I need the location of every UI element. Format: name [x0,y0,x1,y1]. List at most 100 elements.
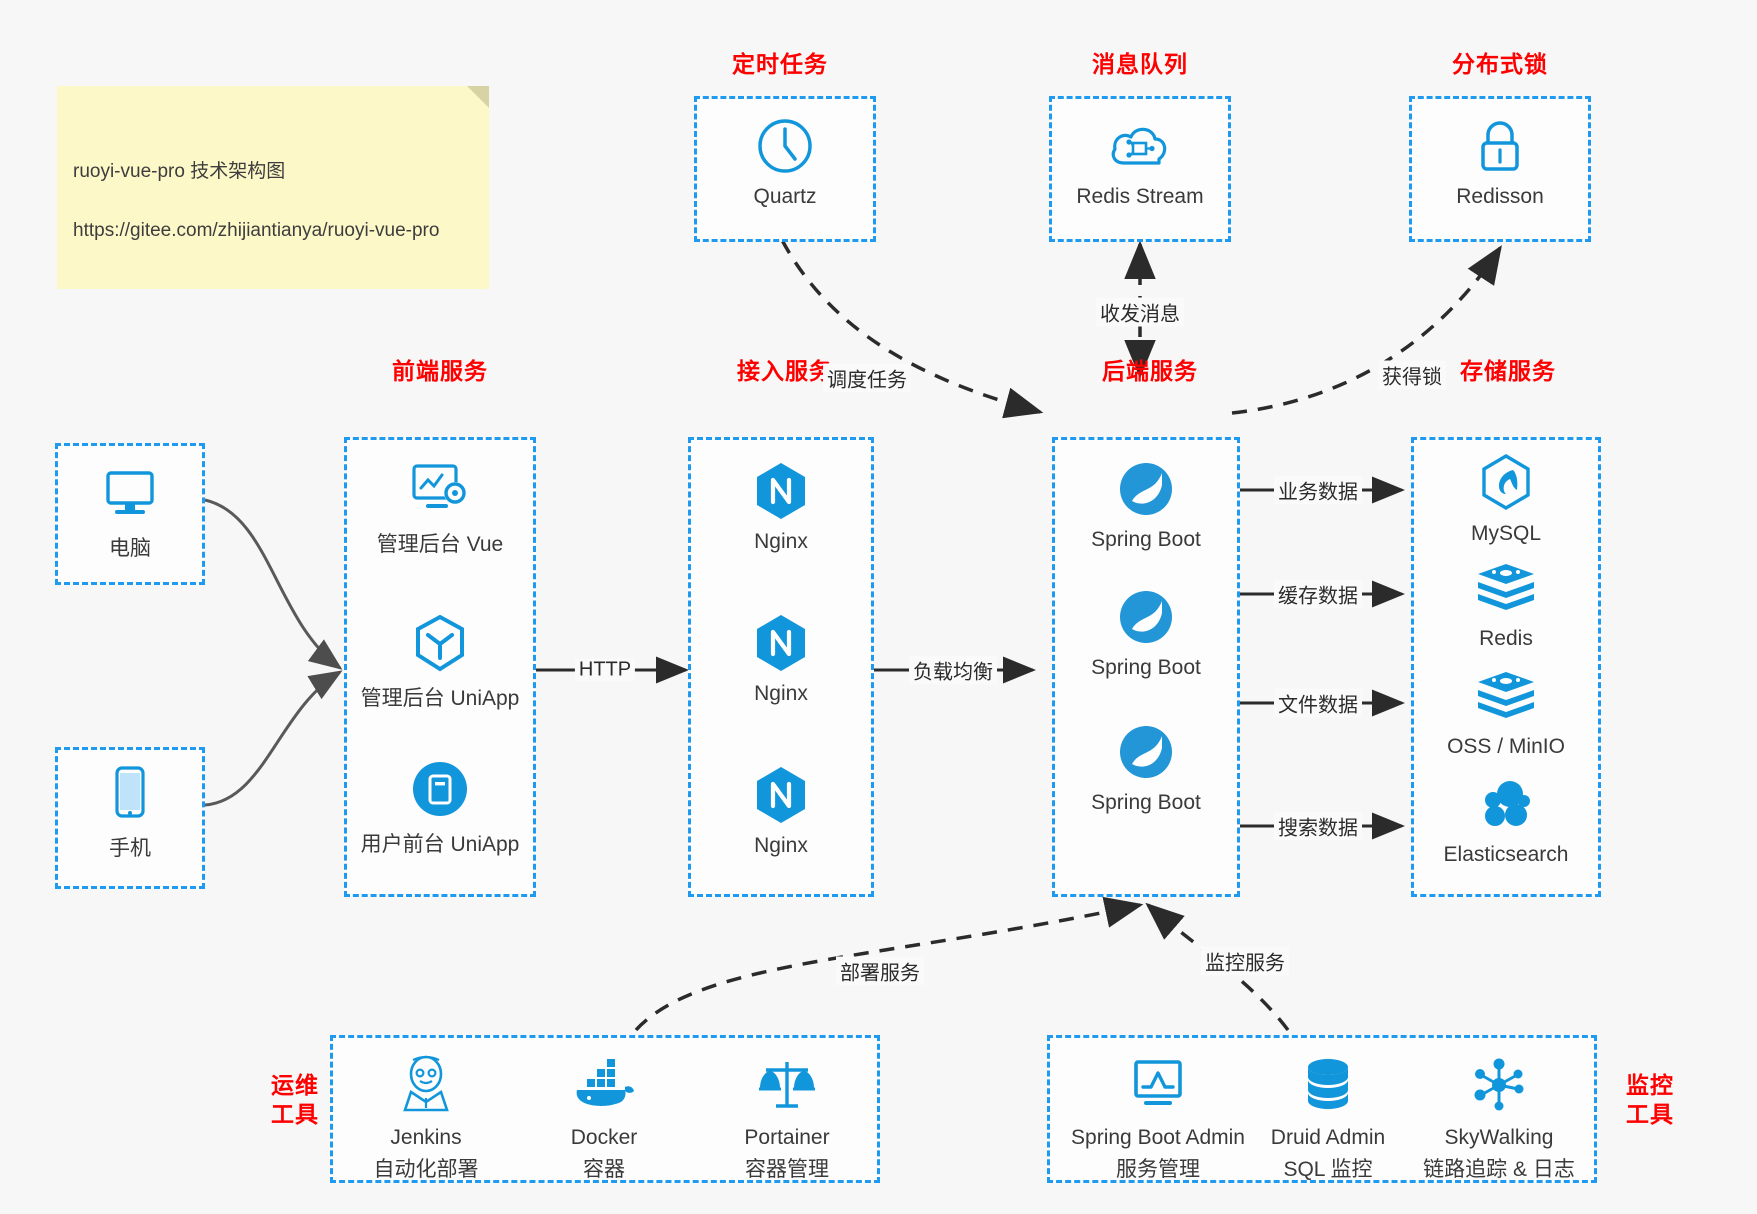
node-nginx-2[interactable]: Nginx [691,612,871,706]
node-docker[interactable]: Docker 容器 [529,1052,679,1183]
desktop-icon [58,462,202,524]
node-label: SkyWalking [1444,1126,1554,1149]
elasticsearch-icon [1414,773,1598,835]
node-sublabel: 容器管理 [745,1158,829,1181]
edge-label-http: HTTP [574,658,636,682]
node-label: Spring Boot [1091,528,1201,551]
group-client-pc: 电脑 [55,443,205,585]
lock-icon [1412,115,1588,177]
node-label: 手机 [109,837,151,860]
node-sublabel: 容器 [583,1158,625,1181]
database-icon [1248,1052,1408,1118]
group-title-monitor: 监控 工具 [1605,1071,1695,1129]
node-spring-boot-admin[interactable]: Spring Boot Admin 服务管理 [1058,1052,1258,1183]
app-circle-icon [347,758,533,820]
node-sublabel: 服务管理 [1116,1158,1200,1181]
node-mobile[interactable]: 手机 [58,762,202,862]
group-monitor: Spring Boot Admin 服务管理 Druid Admin SQL 监… [1047,1035,1597,1183]
group-title-frontend: 前端服务 [392,358,488,384]
group-title-message-queue: 消息队列 [1092,51,1188,77]
node-skywalking[interactable]: SkyWalking 链路追踪 & 日志 [1406,1052,1592,1183]
edge-label-cache-data: 缓存数据 [1274,579,1362,609]
cloud-stream-icon [1052,115,1228,177]
node-jenkins[interactable]: Jenkins 自动化部署 [351,1052,501,1183]
node-label: Redis Stream [1076,185,1204,208]
group-title-devops: 运维 工具 [255,1071,335,1129]
node-label: Redisson [1456,185,1544,208]
node-quartz[interactable]: Quartz [697,115,873,209]
group-distributed-lock: Redisson [1409,96,1591,242]
node-springboot-1[interactable]: Spring Boot [1055,458,1237,552]
edge-label-acquire-lock: 获得锁 [1378,360,1446,390]
node-redis[interactable]: Redis [1414,557,1598,651]
group-title-storage: 存储服务 [1460,358,1556,384]
clock-icon [697,115,873,177]
spring-leaf-icon [1055,458,1237,520]
group-title-gateway: 接入服务 [737,358,833,384]
edge-label-message-exchange: 收发消息 [1096,297,1184,327]
group-title-distributed-lock: 分布式锁 [1452,51,1548,77]
group-backend: Spring Boot Spring Boot Spring Boot [1052,437,1240,897]
node-sublabel: 链路追踪 & 日志 [1423,1158,1575,1181]
node-label: Redis [1479,627,1533,650]
group-storage: MySQL Redis [1411,437,1601,897]
node-redis-stream[interactable]: Redis Stream [1052,115,1228,209]
node-label: Quartz [753,185,817,208]
monitor-title-line-2: 工具 [1626,1100,1674,1127]
group-gateway: Nginx Nginx Nginx [688,437,874,897]
skywalking-node-icon [1406,1052,1592,1118]
node-label: Nginx [754,682,808,705]
node-nginx-1[interactable]: Nginx [691,460,871,554]
node-label: OSS / MinIO [1447,735,1565,758]
node-label: Druid Admin [1270,1126,1386,1149]
architecture-note: ruoyi-vue-pro 技术架构图 https://gitee.com/zh… [57,86,489,289]
dashboard-gear-icon [347,458,533,520]
scales-icon [709,1052,865,1118]
node-nginx-3[interactable]: Nginx [691,764,871,858]
nginx-icon [691,612,871,674]
monitor-chart-icon [1058,1052,1258,1118]
node-druid-admin[interactable]: Druid Admin SQL 监控 [1248,1052,1408,1183]
node-sublabel: 自动化部署 [373,1158,479,1181]
node-label: Nginx [754,530,808,553]
spring-leaf-icon [1055,586,1237,648]
node-oss-minio[interactable]: OSS / MinIO [1414,665,1598,759]
node-redisson[interactable]: Redisson [1412,115,1588,209]
jenkins-butler-icon [351,1052,501,1118]
edge-label-business-data: 业务数据 [1274,475,1362,505]
node-springboot-3[interactable]: Spring Boot [1055,721,1237,815]
devops-title-line-1: 运维 [271,1072,319,1098]
node-springboot-2[interactable]: Spring Boot [1055,586,1237,680]
node-label: Spring Boot [1091,791,1201,814]
nginx-icon [691,460,871,522]
node-label: 用户前台 UniApp [360,833,520,856]
phone-icon [58,762,202,824]
edge-label-load-balance: 负载均衡 [909,655,997,685]
group-frontend: 管理后台 Vue 管理后台 UniApp 用户前台 UniApp [344,437,536,897]
node-pc[interactable]: 电脑 [58,462,202,562]
node-elasticsearch[interactable]: Elasticsearch [1414,773,1598,867]
node-mysql[interactable]: MySQL [1414,452,1598,546]
node-admin-vue[interactable]: 管理后台 Vue [347,458,533,558]
node-label: Jenkins [390,1126,462,1149]
node-user-uniapp[interactable]: 用户前台 UniApp [347,758,533,858]
node-label: Docker [570,1126,638,1149]
edge-label-file-data: 文件数据 [1274,688,1362,718]
note-line-1: ruoyi-vue-pro 技术架构图 [73,160,286,182]
node-label: MySQL [1470,522,1541,545]
note-line-2: https://gitee.com/zhijiantianya/ruoyi-vu… [73,219,440,241]
hexagon-y-icon [347,612,533,674]
devops-title-line-2: 工具 [271,1100,319,1127]
docker-whale-icon [529,1052,679,1118]
group-title-scheduled-task: 定时任务 [732,51,828,77]
node-admin-uniapp[interactable]: 管理后台 UniApp [347,612,533,712]
edge-label-schedule-task: 调度任务 [823,363,911,393]
node-label: Spring Boot Admin [1071,1126,1245,1149]
node-label: 管理后台 Vue [376,533,504,556]
edge-label-monitor-service: 监控服务 [1201,946,1289,976]
node-portainer[interactable]: Portainer 容器管理 [709,1052,865,1183]
spring-leaf-icon [1055,721,1237,783]
edge-label-search-data: 搜索数据 [1274,811,1362,841]
redis-stack-icon [1414,557,1598,619]
node-label: Spring Boot [1091,656,1201,679]
